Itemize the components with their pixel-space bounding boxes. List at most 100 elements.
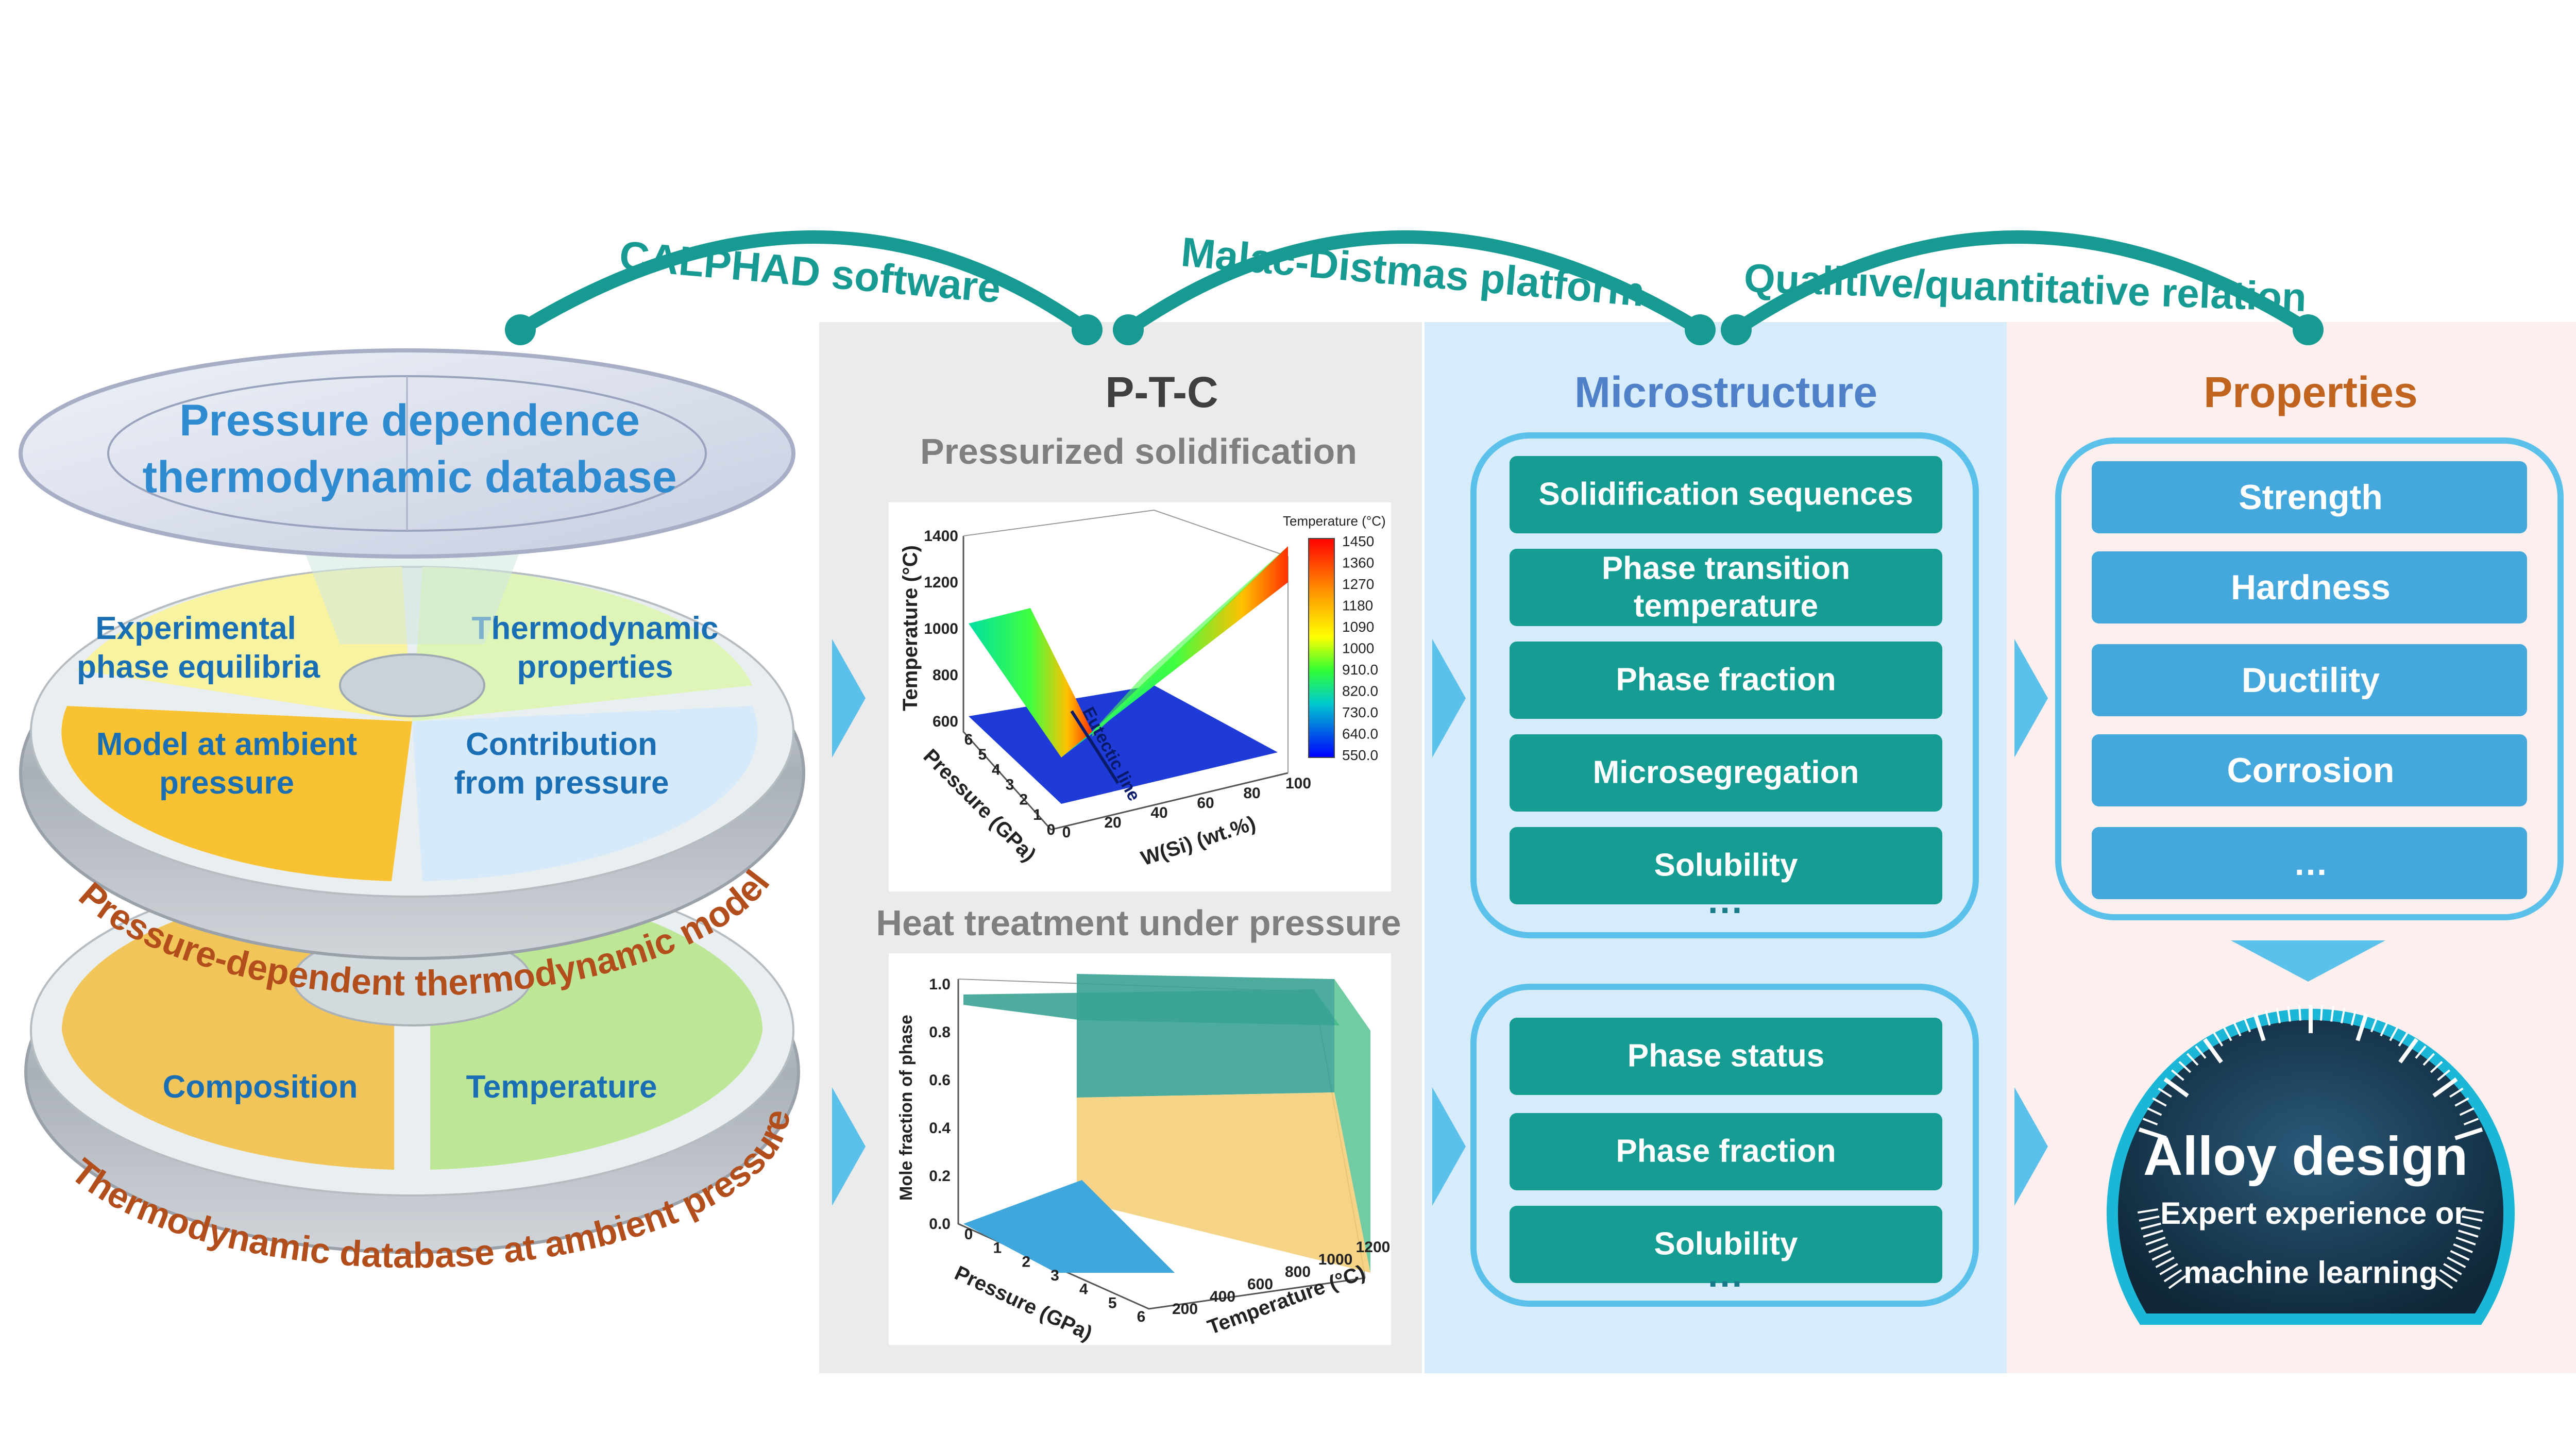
chart2-y-tick: 0 [964, 1226, 973, 1243]
gauge-tick [2460, 1222, 2481, 1230]
micro-item-box [1510, 642, 1942, 719]
arrow-right-icon [832, 1087, 866, 1206]
gauge-tick [2432, 1077, 2458, 1098]
colorbar-tick: 1180 [1342, 598, 1373, 614]
micro-item-label: temperature [1634, 588, 1818, 624]
micro-group1-frame [1470, 432, 1979, 938]
gauge-tick [2287, 1006, 2291, 1022]
micro-item-label: Solubility [1654, 847, 1799, 883]
colorbar-title: Temperature (°C) [1283, 513, 1386, 529]
chart2-x-tick: 200 [1172, 1301, 1198, 1318]
chart2-y-tick: 1 [993, 1240, 1002, 1257]
gauge-tick [2138, 1127, 2167, 1140]
gauge-line2: machine learning [2183, 1255, 2437, 1290]
gauge-tick [2152, 1097, 2167, 1107]
micro-item-label: Microsegregation [1593, 754, 1859, 790]
gauge-tick [2458, 1229, 2479, 1238]
chart2-z-tick: 0.2 [929, 1168, 951, 1185]
chart2-x-tick: 400 [1210, 1288, 1235, 1305]
gauge-tick [2398, 1038, 2418, 1064]
gauge-tick [2148, 1243, 2168, 1253]
gauge-tick [2453, 1243, 2473, 1253]
chart2-y-tick: 4 [1079, 1281, 1088, 1298]
surface-yellow [1077, 1092, 1370, 1273]
arrow-right-icon [2014, 1087, 2048, 1206]
gauge-tick [2462, 1215, 2483, 1222]
gauge-tick [2389, 1026, 2399, 1041]
gauge-tick [2137, 1208, 2159, 1214]
micro-item-box [1510, 734, 1942, 812]
q4-line2: from pressure [454, 765, 669, 801]
micro-item-label: Phase status [1628, 1038, 1825, 1073]
gauge-tick [2158, 1087, 2172, 1098]
ptc-title: P-T-C [1105, 368, 1218, 416]
gauge-tick [2439, 1269, 2458, 1283]
gauge-tick [2454, 1127, 2483, 1140]
chart2-z-tick: 1.0 [929, 976, 951, 993]
top-title-line1: Pressure dependence [179, 396, 640, 445]
arrow-right-icon [2014, 639, 2048, 757]
q1-line1: Experimental [95, 611, 296, 646]
chart2-z-tick: 0.4 [929, 1120, 951, 1137]
chart1-y-tick: 3 [1006, 777, 1014, 794]
gauge-tick [2253, 1013, 2266, 1041]
gauge-tick [2435, 1275, 2453, 1289]
gauge-tick [2159, 1262, 2178, 1275]
top-disk [19, 348, 795, 644]
gauge-tick [2437, 1069, 2450, 1081]
property-item-label: Ductility [2242, 661, 2380, 700]
q3-line1: Model at ambient [96, 727, 357, 762]
gauge-tick [2422, 1053, 2435, 1066]
gauge-tick [2459, 1107, 2475, 1116]
properties-frame [2055, 437, 2564, 920]
properties-title: Properties [2204, 368, 2418, 416]
colorbar [1308, 538, 1335, 758]
micro-group2-more: ··· [1708, 1263, 1744, 1304]
gauge-tick [2450, 1250, 2470, 1261]
chart2-y-tick: 3 [1050, 1267, 1059, 1284]
chart2-z-tick: 0.6 [929, 1072, 951, 1089]
chart2-y-tick: 6 [1137, 1308, 1146, 1325]
gauge-tick [2203, 1038, 2223, 1064]
gauge-tick [2143, 1229, 2163, 1238]
gauge-tick [2350, 1010, 2357, 1026]
gauge-tick [2370, 1017, 2378, 1033]
gauge-tick [2195, 1046, 2207, 1059]
gauge-tick [2186, 1053, 2199, 1066]
micro-item-box [1510, 456, 1942, 533]
gauge-tick [2454, 1097, 2469, 1107]
chart2-zlabel: Mole fraction of phase [896, 1015, 916, 1201]
gauge-tick [2171, 1069, 2184, 1081]
arc-label-relation: Qualitive/quantitative relation [1743, 255, 2308, 320]
gauge-tick [2463, 1208, 2484, 1214]
micro-item-box [1510, 1113, 1942, 1190]
q4-line1: Contribution [466, 727, 657, 762]
property-item-label: Corrosion [2227, 751, 2395, 790]
colorbar-tick: 1360 [1342, 555, 1374, 571]
colorbar-ticks: 145013601270118010901000910.0820.0730.06… [1342, 533, 1378, 763]
properties-list: StrengthHardnessDuctilityCorrosion… [2092, 461, 2527, 899]
chart-pressurized-solidification: Eutectic line Temperature (°C) 145013601… [889, 502, 1391, 891]
arrow-right-icon [1432, 639, 1466, 757]
gauge-tick [2168, 1275, 2187, 1289]
chart1-zlabel: Temperature (°C) [899, 545, 922, 711]
gauge-tick [2178, 1060, 2192, 1073]
surface-upper-teal-face [1077, 974, 1334, 1098]
label-temperature: Temperature [466, 1069, 657, 1105]
gauge-tick [2163, 1269, 2182, 1283]
bottom-ring [24, 865, 800, 1254]
gauge-tick [2320, 1005, 2323, 1021]
micro-item-label: Phase fraction [1616, 662, 1836, 697]
property-item-box [2092, 461, 2527, 533]
property-item-box [2092, 551, 2527, 624]
gauge-tick [2340, 1007, 2346, 1024]
chart1-y-tick: 5 [978, 746, 987, 763]
colorbar-tick: 1090 [1342, 619, 1374, 635]
arc-label-calphad: CALPHAD software [618, 232, 1003, 311]
gauge-tick [2330, 1006, 2334, 1022]
surface-green-wall [1334, 979, 1370, 1273]
chart1-y-tick: 0 [1047, 821, 1056, 838]
micro-group2-frame [1470, 984, 1979, 1307]
chart1-x-tick: 100 [1285, 775, 1311, 792]
gauge-tick [2430, 1060, 2443, 1073]
